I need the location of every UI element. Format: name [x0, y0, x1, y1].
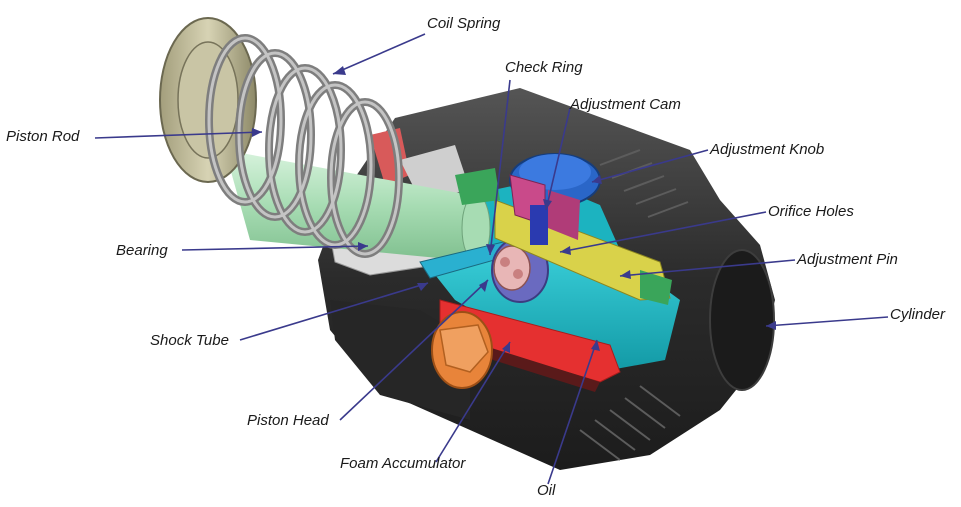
label-foam-accumulator: Foam Accumulator [340, 455, 466, 472]
label-piston-rod: Piston Rod [6, 128, 80, 145]
adjustment-cam-part [509, 174, 580, 245]
label-adjustment-pin: Adjustment Pin [797, 251, 898, 268]
leader-adjustment-cam [545, 107, 571, 211]
piston-head-part [431, 311, 493, 389]
coil-spring-part [159, 17, 403, 258]
label-bearing: Bearing [116, 242, 168, 259]
leader-piston-head [339, 279, 489, 421]
leader-foam-accumulator [435, 341, 511, 463]
label-adjustment-cam: Adjustment Cam [570, 96, 681, 113]
leader-shock-tube [239, 282, 429, 341]
leader-orifice-holes [559, 211, 767, 253]
leader-piston-rod [94, 131, 263, 139]
leader-adjustment-pin [619, 259, 796, 277]
leader-bearing [181, 245, 369, 251]
leader-cylinder [765, 316, 889, 327]
leader-coil-spring [332, 33, 426, 75]
label-check-ring: Check Ring [505, 59, 583, 76]
label-coil-spring: Coil Spring [427, 15, 501, 32]
label-shock-tube: Shock Tube [150, 332, 229, 349]
leader-lines [94, 33, 889, 485]
label-adjustment-knob: Adjustment Knob [710, 141, 825, 158]
leader-arrowheads [252, 66, 776, 353]
leader-adjustment-knob [591, 149, 709, 183]
label-piston-head: Piston Head [247, 412, 329, 429]
leader-check-ring [489, 79, 511, 256]
label-orifice-holes: Orifice Holes [768, 203, 854, 220]
label-cylinder: Cylinder [890, 306, 946, 323]
label-oil: Oil [537, 482, 556, 499]
leader-oil [547, 339, 598, 485]
